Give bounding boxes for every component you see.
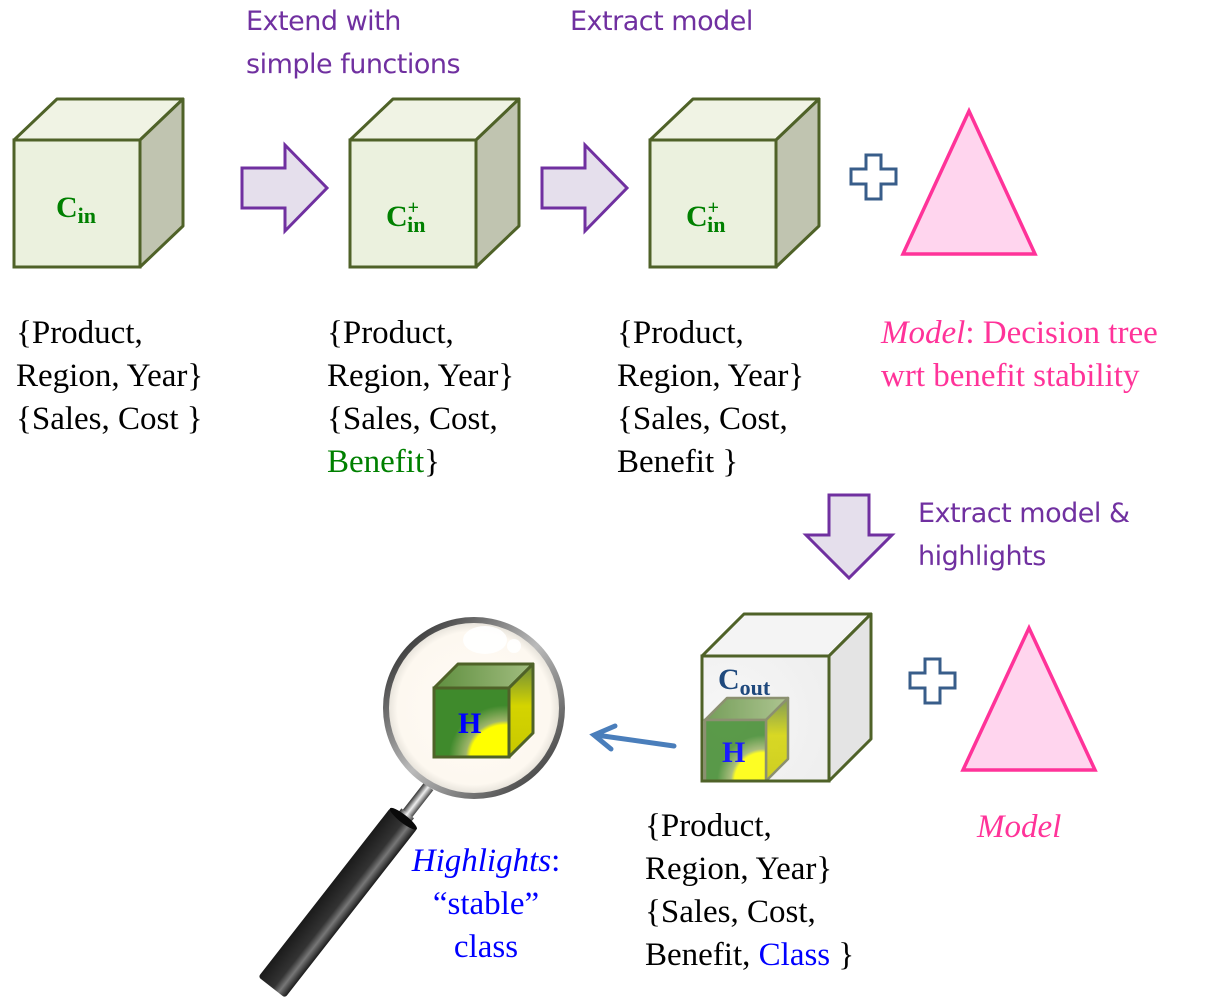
new-measure-class: Class [758, 937, 831, 973]
schema-dimensions-line1: {Product, [16, 315, 143, 351]
cube-highlight-inner [703, 696, 790, 783]
plus-icon [849, 153, 898, 201]
model-description-line2: wrt benefit stability [881, 358, 1140, 394]
model-type: : Decision tree [965, 315, 1158, 351]
new-measure-benefit: Benefit [327, 444, 425, 480]
schema-dimensions-line2: Region, Year} [16, 358, 204, 394]
brace: } [424, 444, 440, 480]
highlights-line1: Highlights: [392, 840, 580, 883]
model-label-bottom: Model [977, 809, 1062, 845]
highlights-description: Highlights: “stable” class [392, 840, 580, 969]
plus-icon [908, 657, 957, 705]
schema-dimensions-line2: Region, Year} [645, 851, 833, 887]
cube-highlight-magnified-label: H [458, 707, 482, 740]
down-arrow-icon [802, 493, 896, 581]
model-triangle-icon [960, 623, 1098, 772]
schema-dimensions-line2: Region, Year} [617, 358, 805, 394]
schema-measures-line: Benefit } [617, 444, 739, 480]
schema-cin: {Product, Region, Year} {Sales, Cost } [16, 312, 203, 441]
schema-cin-plus-extended: {Product, Region, Year} {Sales, Cost, Be… [327, 312, 514, 484]
cube-cin [12, 97, 185, 269]
model-triangle-icon [900, 106, 1038, 256]
schema-cin-plus-model: {Product, Region, Year} {Sales, Cost, Be… [617, 312, 804, 484]
colon: : [551, 843, 561, 879]
cube-cin-label: Cin [56, 191, 97, 229]
step-label-extract-model: Extract model [570, 6, 753, 37]
cube-highlight-inner-label: H [722, 736, 746, 769]
model-word: Model [881, 315, 966, 351]
measure-benefit: Benefit, [645, 937, 759, 973]
step-label-extract-highlights-line1: Extract model & [918, 498, 1130, 529]
step-label-extend-line2: simple functions [246, 49, 461, 80]
right-arrow-icon [540, 141, 630, 235]
schema-measures-line: {Sales, Cost, [327, 401, 498, 437]
brace: } [830, 937, 855, 973]
step-label-extract-highlights: Extract model & highlights [918, 492, 1130, 578]
schema-dimensions-line1: {Product, [327, 315, 454, 351]
cube-cin-plus-1-label: C+in [386, 197, 426, 237]
highlights-line2: “stable” [432, 886, 540, 922]
cube-cin-plus-extended [348, 97, 521, 269]
cube-cin-plus-2-label: C+in [686, 197, 726, 237]
schema-dimensions-line1: {Product, [645, 808, 772, 844]
step-label-extend-line1: Extend with [246, 6, 401, 37]
left-arrow-icon [589, 723, 677, 752]
model-description-top: Model: Decision tree wrt benefit stabili… [881, 312, 1158, 398]
schema-measures-line: {Sales, Cost } [16, 401, 203, 437]
schema-cout: {Product, Region, Year} {Sales, Cost, Be… [645, 805, 854, 977]
schema-measures-line: Benefit} [327, 441, 514, 484]
schema-dimensions-line1: {Product, [617, 315, 744, 351]
highlights-line3: class [453, 929, 519, 965]
schema-dimensions-line2: Region, Year} [327, 358, 515, 394]
step-label-extract-highlights-line2: highlights [918, 541, 1046, 572]
cube-cout-outline [700, 654, 831, 783]
step-label-extend: Extend with simple functions [246, 0, 461, 86]
right-arrow-icon [240, 141, 330, 235]
schema-measures-line: {Sales, Cost, [645, 894, 816, 930]
schema-measures-line: Benefit, Class } [645, 934, 854, 977]
cube-cin-plus-model [648, 97, 821, 269]
highlights-word: Highlights [411, 843, 552, 879]
cube-cout-label: Cout [718, 663, 771, 701]
model-description-line1: Model: Decision tree [881, 312, 1158, 355]
schema-measures-line: {Sales, Cost, [617, 401, 788, 437]
cube-highlight-magnified [432, 662, 535, 759]
